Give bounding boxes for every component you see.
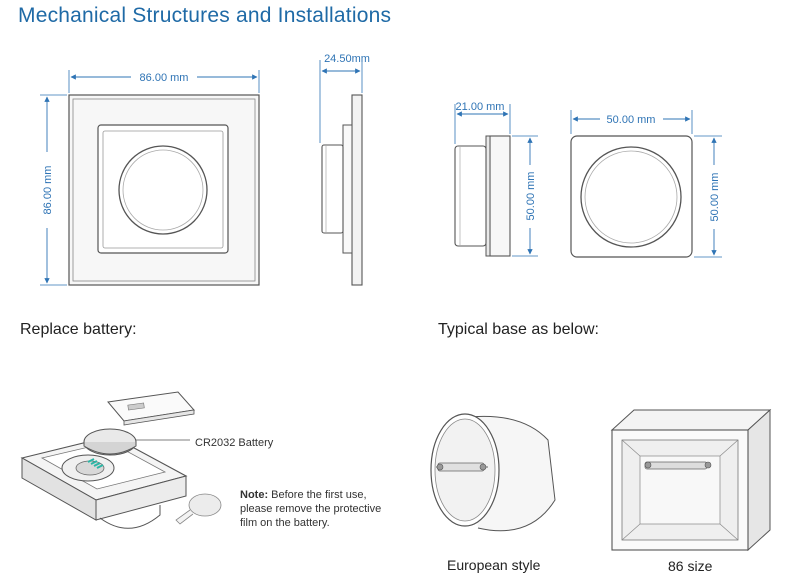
side-depth-dimension: 24.50mm [319,53,370,143]
side-view-panel [321,94,363,286]
knob-width-label: 50.00 mm [607,114,656,126]
knob-height-label: 50.00 mm [709,173,721,222]
knob-depth-dimension: 21.00 mm [454,101,511,144]
replace-battery-heading: Replace battery: [20,321,137,338]
knob-front-view [570,135,693,258]
note-label: Note: [240,489,269,501]
knob-depth-label: 21.00 mm [456,101,505,113]
front-view-panel [68,94,260,286]
battery-note: Note: Before the first use, please remov… [240,488,400,530]
european-base-illustration [430,413,556,532]
knob-side-height-label: 50.00 mm [525,172,537,221]
european-style-caption: European style [447,557,541,573]
side-depth-label: 24.50mm [324,53,370,65]
battery-label: CR2032 Battery [195,437,274,449]
typical-base-heading: Typical base as below: [438,321,599,338]
front-width-dimension: 86.00 mm [68,70,260,93]
size86-base-illustration [610,408,772,552]
note-text: Before the first use, please remove the … [240,489,382,529]
knob-side-view [454,135,511,257]
knob-width-dimension: 50.00 mm [570,110,693,134]
knob-height-dimension: 50.00 mm [694,135,722,258]
front-width-label: 86.00 mm [140,72,189,84]
battery-replacement-illustration [20,391,222,529]
knob-side-height-dimension: 50.00 mm [512,135,538,257]
front-height-label: 86.00 mm [42,166,54,215]
page-title: Mechanical Structures and Installations [18,4,392,27]
size86-caption: 86 size [668,558,713,574]
front-height-dimension: 86.00 mm [40,94,67,286]
